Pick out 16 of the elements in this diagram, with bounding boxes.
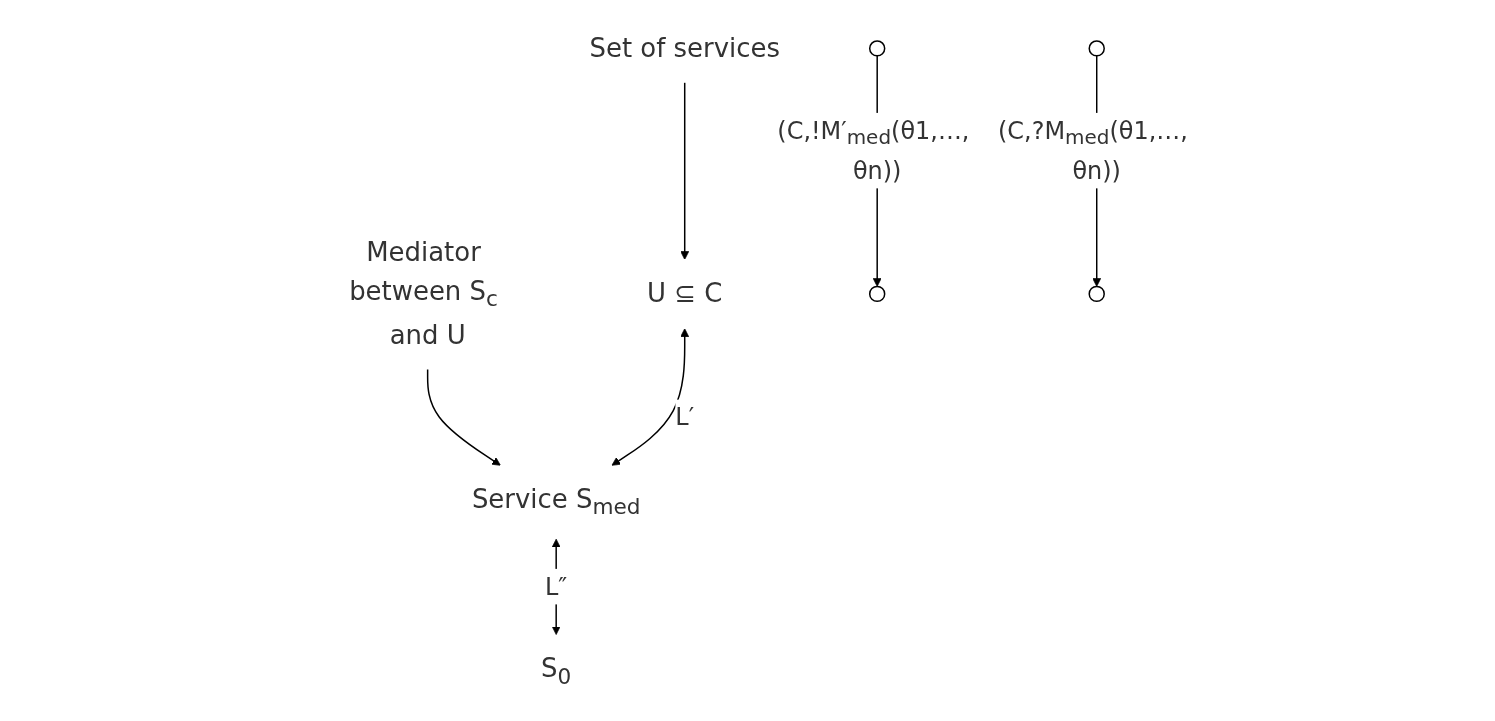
node-text: Set of services xyxy=(589,32,781,63)
node-text: U ⊆ C xyxy=(647,277,723,308)
node-circle xyxy=(869,285,886,302)
edge-label: (C,!M′$_{med}$(θ1,…, θn)) xyxy=(777,116,970,184)
node-text: Mediator between S$_{c}$ and U xyxy=(349,236,499,350)
node-text: Service S$_{med}$ xyxy=(472,483,641,519)
node-circle xyxy=(1088,39,1106,57)
arrow xyxy=(680,81,690,260)
node-circle xyxy=(869,39,886,57)
arrow xyxy=(427,368,502,466)
node-circle xyxy=(1088,285,1106,302)
arrow xyxy=(611,327,690,466)
edge-label: L′ xyxy=(675,402,695,431)
edge-label: (C,?M$_{med}$(θ1,…, θn)) xyxy=(998,116,1189,184)
node-text: S$_{0}$ xyxy=(541,652,572,689)
edge-label: L″ xyxy=(545,572,568,601)
